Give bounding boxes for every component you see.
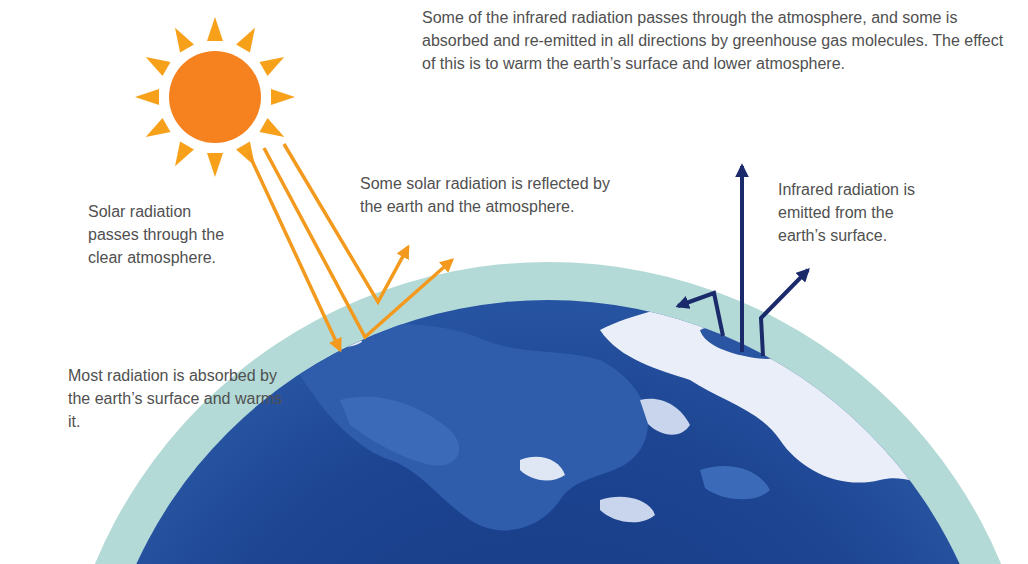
sun-symbol	[135, 17, 295, 177]
annotation-box: Some solar radiation is reflected by the…	[360, 172, 632, 218]
annotation-box: Solar radiation passes through the clear…	[88, 200, 236, 269]
annotation-text: Some of the infrared radiation passes th…	[422, 6, 1014, 75]
solar-ray	[248, 152, 340, 350]
ice-island	[520, 457, 565, 481]
sun-rays	[135, 17, 295, 177]
annotation-box: Most radiation is absorbed by the earth’…	[68, 364, 294, 433]
lake	[700, 323, 793, 359]
reflected-ray	[284, 144, 408, 302]
lake	[900, 426, 950, 457]
ice-island	[600, 497, 655, 522]
annotation-box: Infrared radiation is emitted from the e…	[778, 178, 928, 247]
infrared-ray	[761, 270, 808, 356]
sun-disc	[169, 51, 261, 143]
annotation-text: Most radiation is absorbed by the earth’…	[68, 364, 294, 433]
ice-island	[325, 331, 362, 347]
annotation-text: Infrared radiation is emitted from the e…	[778, 178, 928, 247]
solar-radiation-arrows	[248, 144, 452, 350]
continent-land	[295, 324, 648, 530]
annotation-text: Solar radiation passes through the clear…	[88, 200, 236, 269]
ice-cap	[600, 298, 1010, 540]
annotation-box: Some of the infrared radiation passes th…	[422, 6, 1014, 75]
infrared-ray	[740, 166, 744, 352]
lake	[819, 366, 886, 407]
infrared-ray	[678, 293, 723, 336]
continent-land	[340, 397, 459, 466]
annotation-text: Some solar radiation is reflected by the…	[360, 172, 632, 218]
ice-island	[640, 399, 690, 435]
earth-surface-detail	[295, 298, 1010, 540]
atmosphere-band	[57, 262, 1028, 564]
continent-land	[700, 466, 770, 499]
